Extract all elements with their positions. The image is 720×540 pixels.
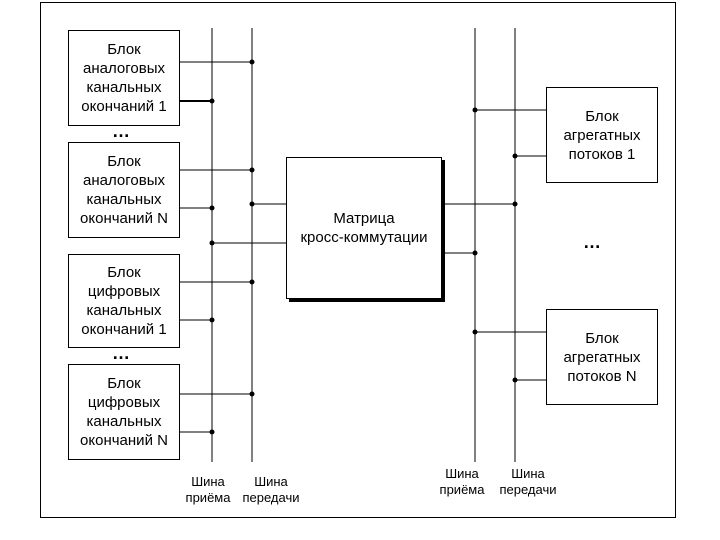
left-block-2-connections: [180, 167, 255, 211]
matrix-connections: [209, 201, 518, 256]
diagram-frame: [40, 2, 676, 518]
block-line: окончаний 1: [81, 321, 167, 338]
analog-channel-block-n: Блок аналоговых канальных окончаний N: [68, 142, 180, 238]
ellipsis-left-1: …: [112, 121, 133, 141]
right-tx-bus-label: Шина передачи: [492, 466, 564, 498]
block-line: Матрица: [333, 210, 395, 227]
digital-channel-block-n: Блок цифровых канальных окончаний N: [68, 364, 180, 460]
block-line: потоков 1: [568, 145, 636, 163]
left-block-4-connections: [180, 391, 255, 435]
block-line: окончаний N: [80, 210, 168, 227]
block-line: Блок: [107, 41, 141, 58]
label-line: Шина: [445, 466, 479, 481]
label-line: Шина: [254, 474, 288, 489]
digital-channel-block-1: Блок цифровых канальных окончаний 1: [68, 254, 180, 348]
block-line: потоков N: [567, 367, 637, 385]
block-line: канальных: [86, 302, 162, 319]
cross-connect-matrix: Матрица кросс-коммутации: [286, 157, 442, 299]
block-line: канальных: [86, 79, 162, 96]
block-line: Блок: [107, 264, 141, 281]
left-block-3-connections: [180, 279, 255, 323]
label-line: приёма: [439, 482, 485, 497]
block-line: агрегатных: [563, 126, 641, 144]
block-line: цифровых: [87, 283, 161, 300]
label-line: Шина: [191, 474, 225, 489]
block-line: цифровых: [87, 394, 161, 411]
block-line: аналоговых: [83, 172, 165, 189]
left-rx-bus-label: Шина приёма: [178, 474, 238, 506]
block-line: агрегатных: [563, 348, 641, 366]
block-line: окончаний 1: [81, 98, 167, 115]
left-tx-bus-label: Шина передачи: [236, 474, 306, 506]
ellipsis-left-2: …: [112, 343, 133, 363]
block-line: Блок: [585, 329, 619, 347]
right-block-2-connections: [472, 329, 546, 383]
label-line: Шина: [511, 466, 545, 481]
right-rx-bus-label: Шина приёма: [432, 466, 492, 498]
block-line: Блок: [107, 153, 141, 170]
label-line: передачи: [242, 490, 300, 505]
right-block-1-connections: [472, 107, 546, 159]
block-line: аналоговых: [83, 60, 165, 77]
label-line: передачи: [499, 482, 557, 497]
block-line: кросс-коммутации: [300, 229, 428, 246]
ellipsis-right: …: [583, 232, 604, 252]
label-line: приёма: [185, 490, 231, 505]
left-block-1-connections: [180, 59, 255, 104]
block-line: канальных: [86, 191, 162, 208]
block-line: Блок: [585, 107, 619, 125]
block-line: окончаний N: [80, 432, 168, 449]
block-line: Блок: [107, 375, 141, 392]
block-line: канальных: [86, 413, 162, 430]
aggregate-stream-block-1: Блок агрегатных потоков 1: [546, 87, 658, 183]
analog-channel-block-1: Блок аналоговых канальных окончаний 1: [68, 30, 180, 126]
aggregate-stream-block-n: Блок агрегатных потоков N: [546, 309, 658, 405]
